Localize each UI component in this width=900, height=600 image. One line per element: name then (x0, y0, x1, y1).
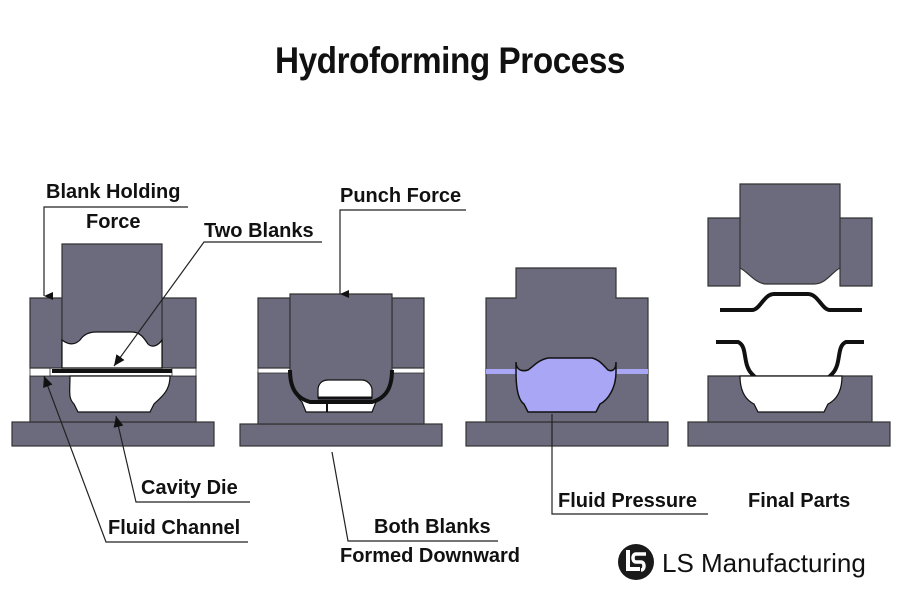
stage4-upper-part (720, 292, 862, 312)
stage3-base-plate (465, 421, 669, 447)
stage4-base-plate (687, 421, 891, 447)
stage1-fluid-channel-right (171, 367, 197, 377)
stage-4-final-parts (687, 183, 891, 447)
stage-3-fluid-pressure (465, 267, 669, 447)
label-blank-holding-force-1: Blank Holding (46, 181, 180, 203)
fluid-pressure-leader (551, 414, 708, 515)
labels: Blank Holding Force Two Blanks Cavity Di… (46, 181, 850, 567)
stage2-blank-holder-left (257, 297, 291, 369)
stage1-blank-holder-left (29, 297, 63, 369)
label-two-blanks: Two Blanks (204, 220, 314, 242)
label-punch-force: Punch Force (340, 185, 461, 207)
fluid-channel-arrow (43, 375, 248, 543)
label-fluid-channel: Fluid Channel (108, 517, 240, 539)
stage2-fluid-channel-left (257, 367, 293, 374)
ls-logo-icon (618, 544, 654, 580)
blank-holding-force-arrow (43, 206, 188, 300)
stage-1-setup (11, 243, 215, 447)
stage2-blank-holder-right (391, 297, 425, 369)
company-logo: LS Manufacturing (614, 540, 894, 584)
stage4-upper-die (707, 183, 873, 287)
stage2-fluid-channel-right (391, 367, 425, 374)
stage3-fluid-pressure-region (515, 357, 617, 413)
leader-lines (43, 206, 708, 543)
logo-text: LS Manufacturing (662, 548, 866, 578)
stage4-lower-part (716, 340, 864, 380)
stage1-upper-cavity (61, 331, 163, 369)
label-both-blanks-1: Both Blanks (374, 516, 491, 538)
stage1-fluid-channel-left (29, 367, 51, 377)
diagram-title: Hydroforming Process (275, 40, 625, 81)
stage1-base-plate (11, 421, 215, 447)
label-both-blanks-2: Formed Downward (340, 545, 520, 567)
stage3-fluid-channel-right (614, 369, 648, 374)
label-cavity-die: Cavity Die (141, 477, 238, 499)
stage1-cavity-die (69, 375, 171, 413)
label-blank-holding-force-2: Force (86, 211, 140, 233)
stage3-fluid-channel-left (486, 369, 518, 374)
stage-2-punch (239, 293, 443, 447)
label-fluid-pressure: Fluid Pressure (558, 490, 697, 512)
stage2-base-plate (239, 423, 443, 447)
stage2-upper-cavity (317, 379, 373, 399)
stage1-blank-holder-right (161, 297, 197, 369)
two-blanks-arrow (113, 241, 322, 367)
label-final-parts: Final Parts (748, 490, 850, 512)
stage2-formed-blank-outer (288, 369, 394, 404)
punch-force-arrow (339, 209, 466, 298)
both-blanks-leader (331, 451, 498, 542)
stage4-cavity (739, 375, 843, 413)
cavity-die-arrow (113, 415, 250, 503)
